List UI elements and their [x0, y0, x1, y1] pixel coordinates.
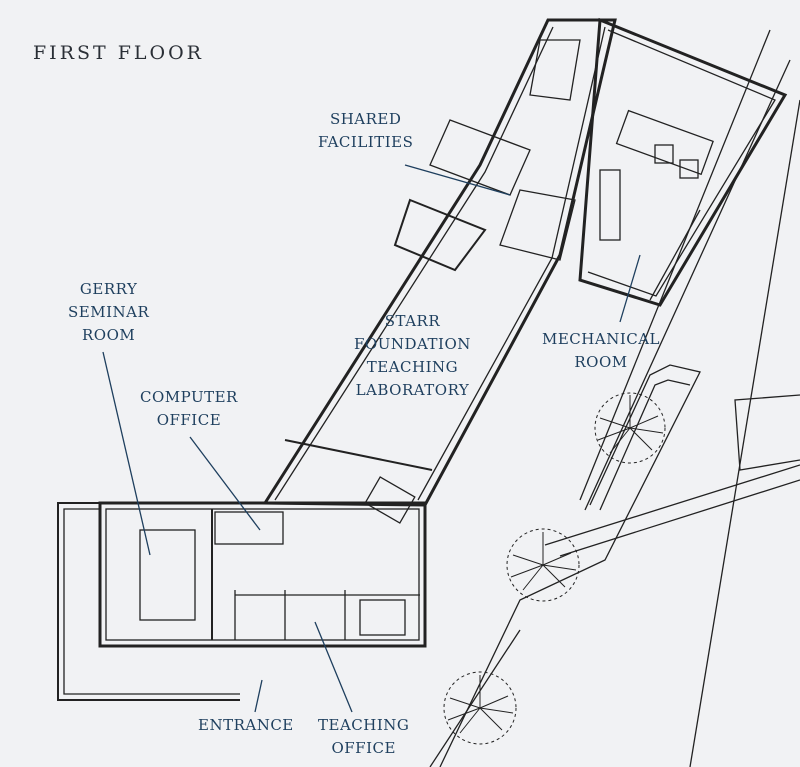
- label-line: COMPUTER: [140, 388, 238, 406]
- label-computer-office: COMPUTER OFFICE: [140, 386, 238, 432]
- label-teaching-office: TEACHING OFFICE: [318, 714, 409, 760]
- label-line: OFFICE: [331, 739, 396, 757]
- terrace-outline: [57, 502, 240, 701]
- label-line: TEACHING: [318, 716, 410, 734]
- label-line: FACILITIES: [318, 133, 414, 151]
- tree-icon: [443, 392, 666, 745]
- leader-computer: [189, 436, 261, 531]
- site-path: [439, 364, 701, 767]
- label-line: MECHANICAL: [542, 330, 661, 348]
- leader-gerry: [102, 351, 151, 556]
- label-line: ENTRANCE: [198, 716, 294, 734]
- label-line: GERRY: [79, 280, 138, 298]
- label-mechanical-room: MECHANICAL ROOM: [542, 328, 660, 374]
- leader-mechanical: [619, 254, 641, 323]
- label-line: FOUNDATION: [354, 335, 471, 353]
- leader-teaching-office: [314, 621, 353, 713]
- label-line: ROOM: [82, 326, 136, 344]
- label-line: OFFICE: [156, 411, 222, 429]
- label-line: SEMINAR: [68, 303, 150, 321]
- label-shared-facilities: SHARED FACILITIES: [318, 108, 413, 154]
- label-line: STARR: [384, 312, 441, 330]
- label-gerry-seminar-room: GERRY SEMINAR ROOM: [68, 278, 149, 347]
- lower-block-walls: [98, 501, 427, 648]
- label-line: LABORATORY: [355, 381, 470, 399]
- label-line: SHARED: [329, 110, 402, 128]
- page-title: FIRST FLOOR: [33, 42, 204, 64]
- label-line: ROOM: [574, 353, 628, 371]
- leader-entrance: [254, 679, 263, 713]
- label-entrance: ENTRANCE: [198, 714, 294, 737]
- label-line: TEACHING: [366, 358, 459, 376]
- seminar-table: [139, 529, 196, 621]
- mechanical-room-walls: [578, 17, 788, 307]
- leader-shared: [404, 164, 511, 196]
- lab-wing-walls: [262, 18, 617, 507]
- label-starr-lab: STARR FOUNDATION TEACHING LABORATORY: [354, 310, 471, 402]
